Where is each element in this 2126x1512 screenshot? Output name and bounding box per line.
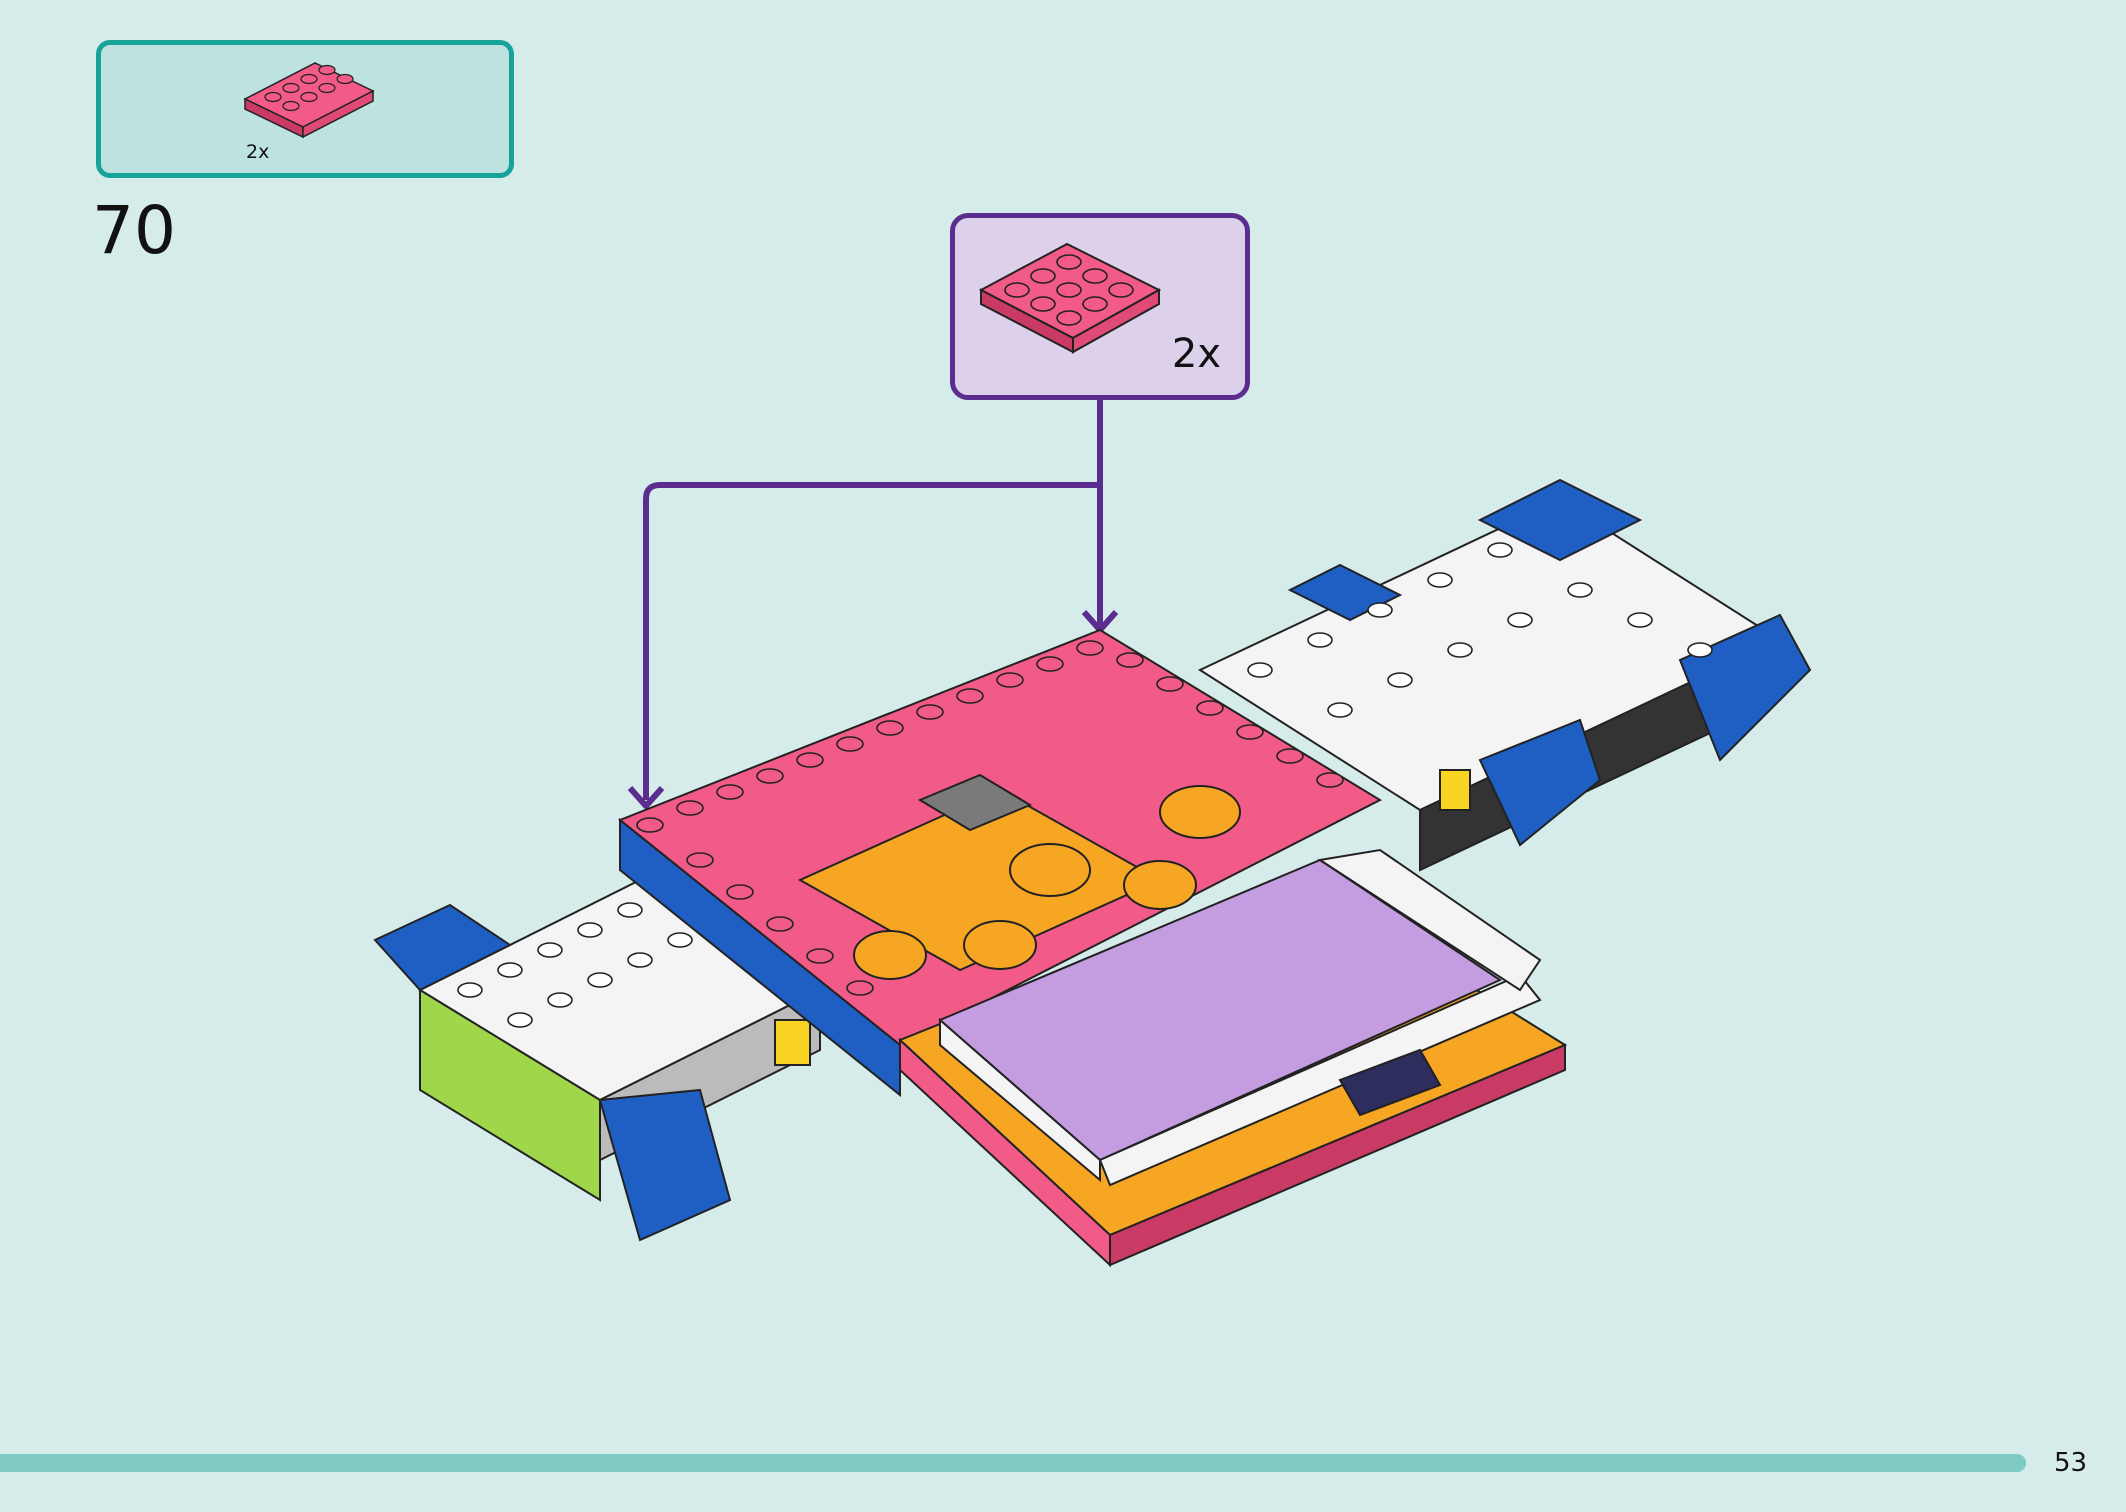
arrow-left-line [643, 482, 1100, 800]
pink-plate-icon [243, 62, 375, 139]
progress-fill [0, 1454, 2026, 1472]
callout-quantity: 2x [1171, 331, 1221, 377]
parts-quantity: 2x [246, 141, 270, 163]
page-number: 53 [2054, 1448, 2088, 1478]
callout-box: 2x [950, 213, 1250, 400]
arrow-left-head [627, 786, 665, 809]
parts-list-box: 2x [96, 40, 514, 178]
step-number: 70 [92, 192, 176, 269]
right-wing [1197, 478, 1812, 872]
pink-deck [618, 628, 1383, 1098]
deck-studs [636, 640, 1344, 996]
wing-studs [457, 542, 1713, 1028]
sofa-platform [898, 848, 1568, 1268]
progress-bar [0, 1454, 2026, 1472]
pink-plate-callout-icon [978, 242, 1162, 354]
